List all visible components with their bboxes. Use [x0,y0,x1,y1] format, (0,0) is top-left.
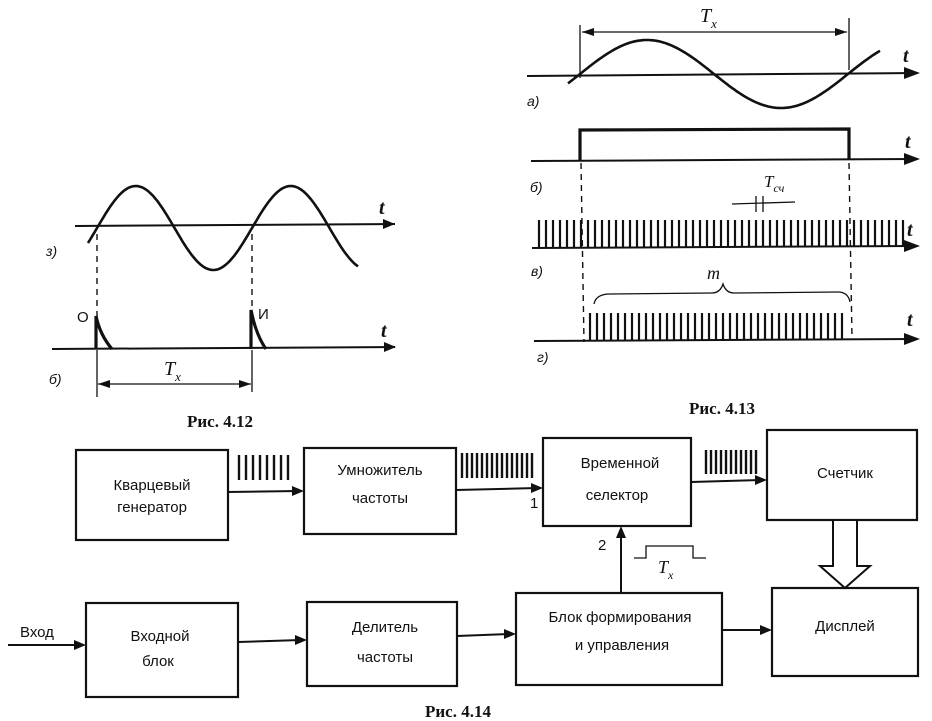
fig413-tx-arrow-left [582,28,594,36]
fig413-t-label-b: t [905,131,912,153]
frequency-multiplier-label-2: частоты [352,490,408,507]
arrow-control-to-selector-head [616,526,626,538]
fig412-axis-b-arrow [384,342,396,352]
arrow-input-head [74,640,86,650]
arrow-divider-to-control-head [504,629,516,639]
arrow-osc-to-mult-head [292,486,304,496]
fig413-tx-label: Tx [700,5,717,31]
fig413-gate-pulse [578,127,851,161]
arrow-selector-to-counter [690,479,762,483]
arrow-input-to-divider [237,639,302,643]
fig413-t-label-c: t [907,219,914,241]
fig413-axis-c-arrow [904,240,920,252]
fig412-pulse-start [94,315,114,351]
fig413-label-d: г) [537,349,549,365]
fig413-caption: Рис. 4.13 [689,399,755,418]
fig413-pulse-train [537,220,905,247]
fig413-axis-b [530,158,916,162]
pulse-burst-oscillator [237,455,290,480]
fig413-t-label-a: t [903,45,910,67]
fig412-label-b: б) [49,371,62,387]
arrow-control-to-display-head [760,625,772,635]
display-label: Дисплей [815,618,875,635]
fig413-count-label: m [707,263,720,283]
fig412-label-a: з) [45,243,57,259]
fig413-axis-b-arrow [904,153,920,165]
fig412-caption: Рис. 4.12 [187,412,253,431]
gate-period-label: Tx [658,557,674,582]
pulse-burst-selector [704,450,758,474]
frequency-multiplier-label-1: Умножитель [337,462,422,479]
time-selector-label-1: Временной [581,455,660,472]
crystal-oscillator-block [74,448,230,542]
fig412-sine-wave [86,184,359,272]
control-block-label-1: Блок формирования [549,609,692,626]
arrow-input-to-divider-head [295,635,307,645]
frequency-divider-block [305,600,459,688]
time-selector-label-2: селектор [586,487,649,504]
fig413-sine-wave [567,38,881,110]
fig413-count-brace [593,281,851,305]
fig413-tx-arrow-right [835,28,847,36]
fig413-axis-a-arrow [904,67,920,79]
fig412-axis-a [74,223,396,227]
fig413-dash-left [580,162,585,343]
arrow-selector-to-counter-head [755,475,767,485]
fig414-caption: Рис. 4.14 [425,702,491,721]
fig413-axis-c [531,245,916,249]
crystal-oscillator-label-1: Кварцевый [113,477,190,494]
fig412-period-label: Tx [164,358,181,384]
time-selector-block [541,436,693,528]
fig412-t-label-a: t [379,197,386,219]
fig412-marker-start: О [77,309,89,326]
arrow-divider-to-control [456,633,511,637]
fig412-marker-end: И [258,306,269,323]
selector-input-1: 1 [530,495,538,512]
arrow-osc-to-mult [227,490,299,493]
fig413-label-b: б) [530,179,543,195]
fig412-pulse-end [249,309,268,350]
fig413-axis-d-arrow [904,333,920,345]
input-block [84,601,240,699]
crystal-oscillator-label-2: генератор [117,499,187,516]
fig413-gated-pulse-train [588,313,844,340]
input-block-label-2: блок [142,653,174,670]
fig412-axis-b [51,346,396,350]
frequency-multiplier-block [302,446,458,536]
arrow-mult-to-selector-head [531,483,543,493]
fig412-period-arrow-right [239,380,251,388]
figure-4-12: t з) t б) О И Tx Рис. 4.12 [45,184,396,431]
counter-to-display-arrow [817,519,873,590]
figure-4-14: Кварцевый генератор Умножитель частоты В… [8,428,920,721]
control-block [514,591,724,687]
fig413-dash-right [848,162,853,339]
fig412-t-label-b: t [381,320,388,342]
frequency-divider-label-1: Делитель [352,619,418,636]
counter-label: Счетчик [817,465,873,482]
selector-input-2: 2 [598,537,606,554]
fig412-axis-a-arrow [383,219,395,229]
pulse-burst-multiplier [460,453,534,478]
fig413-tcount-label: Tсч [764,172,785,195]
frequency-divider-label-2: частоты [357,649,413,666]
figure-4-13: Tx t а) t б) Tсч t в) m t г) [526,5,920,418]
gate-pulse-symbol [634,545,706,559]
fig413-t-label-d: t [907,309,914,331]
fig413-label-c: в) [531,263,543,279]
input-block-label-1: Входной [131,628,190,645]
fig413-label-a: а) [527,93,539,109]
control-block-label-2: и управления [575,637,669,654]
fig412-period-arrow-left [98,380,110,388]
fig413-axis-a [526,72,916,77]
input-label: Вход [20,624,54,641]
arrow-mult-to-selector [455,487,538,491]
fig413-axis-d [533,338,916,342]
